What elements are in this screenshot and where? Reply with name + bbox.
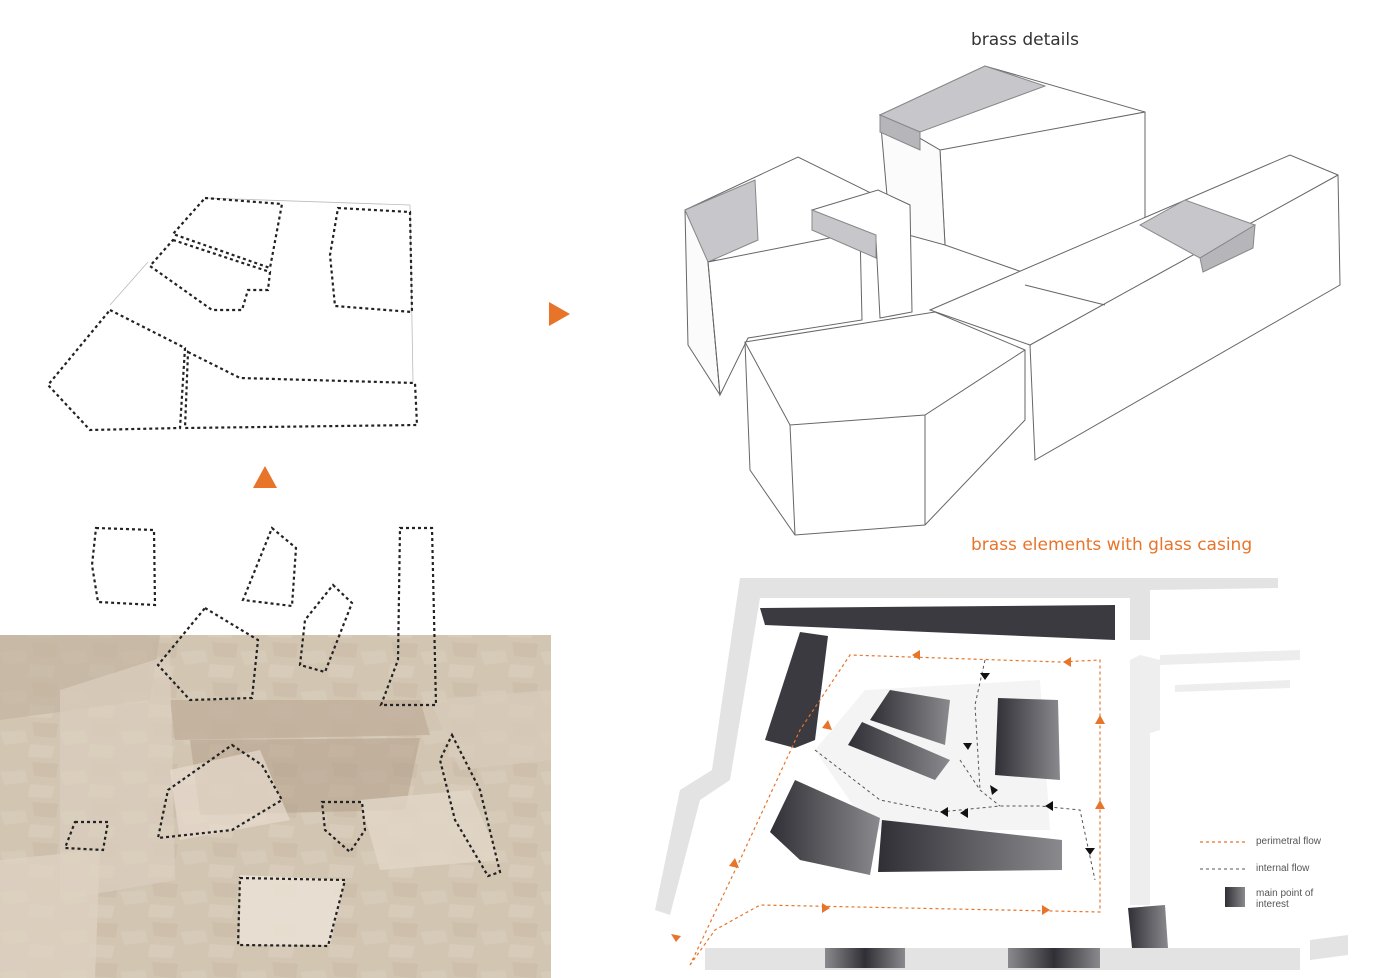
legend-perimetral: perimetral flow — [1256, 836, 1322, 847]
title-brass-details: brass details — [971, 30, 1079, 50]
dashed-fragments — [63, 526, 502, 948]
legend-internal: internal flow — [1256, 863, 1310, 874]
dashed-plan-assembled — [46, 196, 419, 432]
floor-plan — [655, 578, 1348, 970]
arrow-up-icon — [253, 466, 277, 488]
legend-main-point-line1: main point of — [1256, 888, 1314, 899]
legend-main-point: main point of interest — [1256, 888, 1313, 910]
title-brass-glass: brass elements with glass casing — [971, 535, 1253, 555]
legend-main-point-line2: interest — [1256, 899, 1289, 910]
excavation-photo — [0, 635, 551, 978]
arrow-right-icon — [549, 302, 570, 326]
axonometric-massing — [684, 65, 1341, 536]
